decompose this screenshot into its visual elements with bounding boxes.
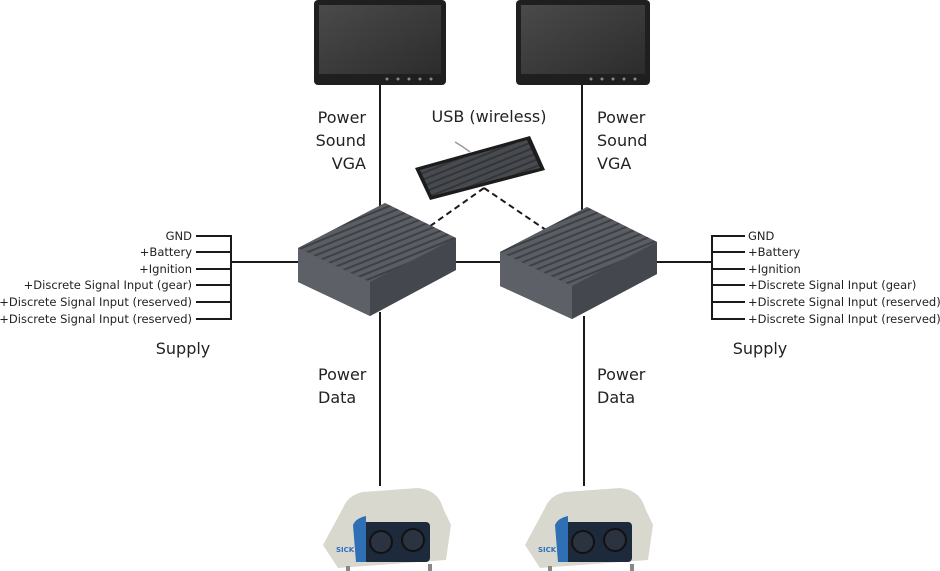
monitor-right-labels: Power Sound VGA xyxy=(597,108,647,173)
label-power: Power xyxy=(318,365,367,384)
supply-signals-left: GND +Battery +Ignition +Discrete Signal Inp… xyxy=(0,229,192,326)
label-vga: VGA xyxy=(332,154,366,173)
supply-signal-label: +Discrete Signal Input (reserved) xyxy=(748,295,940,309)
supply-signals-right: GND +Battery +Ignition +Discrete Signal Inp… xyxy=(748,229,940,326)
supply-signal-label: GND xyxy=(166,229,193,243)
label-data: Data xyxy=(597,388,635,407)
label-sound: Sound xyxy=(597,131,647,150)
label-vga: VGA xyxy=(597,154,631,173)
supply-signal-label: GND xyxy=(748,229,775,243)
supply-signal-label: +Discrete Signal Input (gear) xyxy=(748,278,916,292)
monitor-left-labels: Power Sound VGA xyxy=(316,108,367,173)
supply-signal-label: +Battery xyxy=(748,245,800,259)
stereo-camera-sensor-right: SICK xyxy=(525,488,653,571)
monitor-right xyxy=(516,0,650,85)
supply-label-right: Supply xyxy=(733,339,788,358)
wireless-link-right xyxy=(483,187,547,231)
sensor-brand-logo: SICK xyxy=(336,546,355,554)
label-sound: Sound xyxy=(316,131,366,150)
supply-signal-label: +Ignition xyxy=(139,262,192,276)
stereo-camera-sensor-left: SICK xyxy=(323,488,451,571)
sensor-brand-logo: SICK xyxy=(538,546,557,554)
keyboard-label: USB (wireless) xyxy=(432,107,547,126)
connection-wires xyxy=(196,85,745,486)
sensor-left-labels: Power Data xyxy=(318,365,367,407)
wireless-link-left xyxy=(425,187,485,230)
computer-left xyxy=(298,203,456,316)
computer-right xyxy=(500,207,657,319)
label-data: Data xyxy=(318,388,356,407)
label-power: Power xyxy=(318,108,367,127)
sensor-right-labels: Power Data xyxy=(597,365,646,407)
supply-signal-label: +Discrete Signal Input (reserved) xyxy=(0,312,192,326)
supply-signal-label: +Battery xyxy=(140,245,192,259)
supply-signal-label: +Discrete Signal Input (reserved) xyxy=(0,295,192,309)
supply-signal-label: +Discrete Signal Input (gear) xyxy=(24,278,192,292)
supply-signal-label: +Discrete Signal Input (reserved) xyxy=(748,312,940,326)
keyboard-icon xyxy=(415,136,545,200)
monitor-left xyxy=(314,0,446,85)
supply-signal-label: +Ignition xyxy=(748,262,801,276)
supply-label-left: Supply xyxy=(156,339,211,358)
label-power: Power xyxy=(597,108,646,127)
label-power: Power xyxy=(597,365,646,384)
